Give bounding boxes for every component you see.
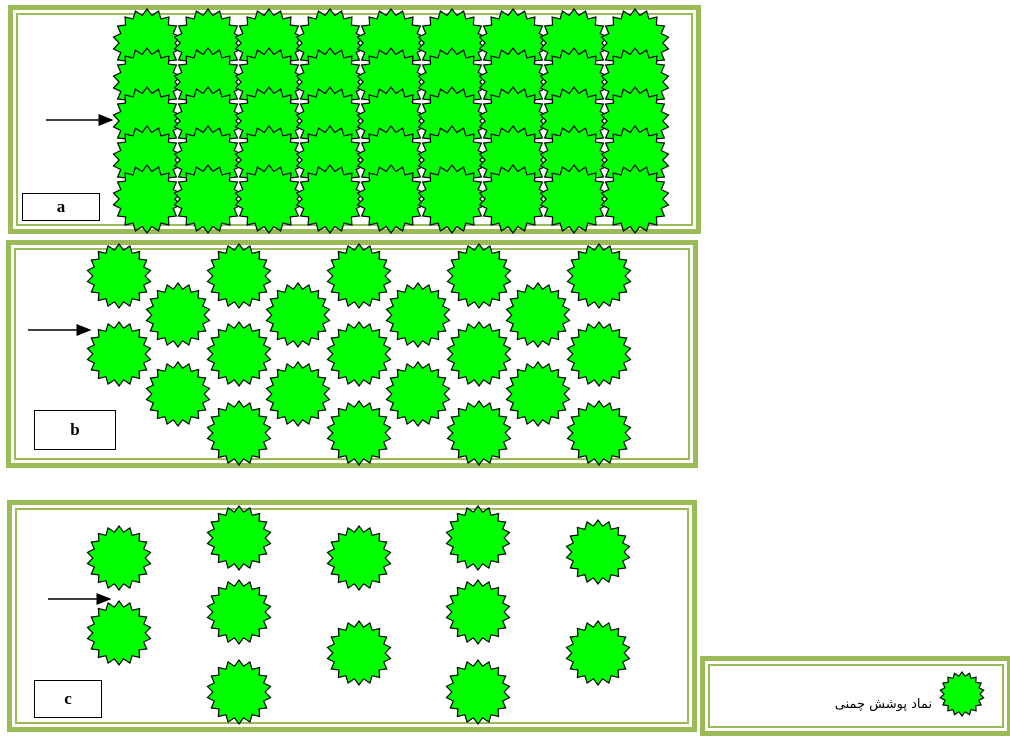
grass-cover-icon — [940, 672, 983, 716]
grass-plant — [88, 244, 151, 308]
grass-plant — [568, 322, 631, 386]
grass-plant — [447, 580, 510, 644]
grass-plant — [267, 283, 330, 347]
grass-plant — [208, 506, 271, 570]
grass-plant — [328, 322, 391, 386]
grass-plant — [88, 526, 151, 590]
panel-b-plants — [88, 244, 631, 465]
grass-plant — [387, 362, 450, 426]
grass-plant — [507, 283, 570, 347]
grass-plant — [567, 621, 630, 685]
panel-c-plants — [88, 506, 630, 724]
panel-a-plants — [114, 9, 669, 233]
panel-b-label: b — [34, 410, 116, 450]
grass-plant — [208, 580, 271, 644]
legend-label: نماد پوشش چمنی — [835, 697, 932, 712]
grass-plant — [208, 244, 271, 308]
grass-plant — [328, 244, 391, 308]
grass-plant — [208, 660, 271, 724]
grass-plant — [568, 244, 631, 308]
grass-plant — [448, 244, 511, 308]
grass-plant — [447, 506, 510, 570]
grass-plant — [567, 520, 630, 584]
panel-c-label: c — [34, 680, 102, 718]
panel-a-label: a — [22, 193, 100, 221]
grass-plant — [147, 283, 210, 347]
grass-plant — [448, 401, 511, 465]
legend-plant-symbol — [940, 672, 983, 716]
grass-plant — [328, 401, 391, 465]
grass-plant — [88, 601, 151, 665]
grass-plant — [147, 362, 210, 426]
grass-plant — [447, 660, 510, 724]
grass-plant — [448, 322, 511, 386]
grass-plant — [267, 362, 330, 426]
grass-plant — [507, 362, 570, 426]
grass-plant — [328, 526, 391, 590]
grass-plant — [208, 401, 271, 465]
grass-plant — [568, 401, 631, 465]
grass-plant — [88, 322, 151, 386]
grass-plant — [328, 621, 391, 685]
grass-plant — [387, 283, 450, 347]
grass-plant — [208, 322, 271, 386]
